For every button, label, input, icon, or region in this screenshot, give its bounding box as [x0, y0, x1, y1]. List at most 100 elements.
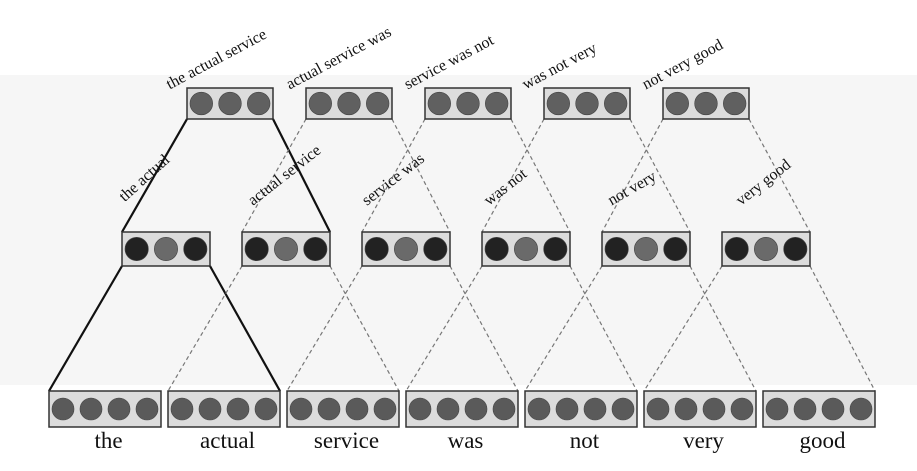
trigram-connector-line	[510, 118, 571, 233]
vector-unit-circle	[373, 397, 397, 421]
vector-unit-circle	[583, 397, 607, 421]
vector-unit-circle	[254, 397, 278, 421]
vector-unit-circle	[543, 237, 568, 261]
bigram-vector-box	[121, 231, 211, 267]
vector-unit-circle	[107, 397, 131, 421]
background-band	[0, 75, 917, 385]
trigram-connector-line	[361, 118, 426, 233]
vector-unit-circle	[765, 397, 789, 421]
word-label-was: was	[447, 428, 484, 453]
vector-unit-circle	[244, 237, 269, 261]
vector-unit-circle	[694, 91, 718, 116]
vector-unit-circle	[274, 237, 298, 261]
bigram-vector-box	[361, 231, 451, 267]
vector-unit-circle	[821, 397, 845, 421]
vector-unit-circle	[527, 397, 551, 421]
vector-unit-circle	[730, 397, 754, 421]
trigram-connector-line	[391, 118, 451, 233]
vector-unit-circle	[289, 397, 313, 421]
vector-unit-circle	[793, 397, 817, 421]
vector-unit-circle	[345, 397, 369, 421]
trigram-connector-line	[121, 118, 188, 233]
trigram-connector-line	[481, 118, 545, 233]
vector-unit-circle	[634, 237, 658, 261]
bigram-connector-line	[167, 265, 243, 392]
vector-unit-circle	[308, 91, 332, 116]
vector-unit-circle	[124, 237, 149, 261]
trigram-vector-box	[662, 87, 750, 120]
trigram-connector-line	[748, 118, 811, 233]
connection-lines	[48, 118, 876, 392]
word-label-actual: actual	[200, 428, 255, 453]
trigram-connector-line	[601, 118, 664, 233]
trigram-connector-line	[629, 118, 691, 233]
word-label-very: very	[683, 428, 724, 453]
vector-unit-circle	[665, 91, 689, 116]
bigram-vector-box	[241, 231, 331, 267]
vector-unit-circle	[218, 91, 242, 116]
trigram-vector-box	[543, 87, 631, 120]
bigram-connector-line	[809, 265, 876, 392]
vector-unit-circle	[51, 397, 75, 421]
vector-unit-circle	[555, 397, 579, 421]
vector-unit-circle	[408, 397, 432, 421]
trigram-connector-line	[241, 118, 307, 233]
word-label-good: good	[799, 428, 846, 453]
vector-unit-circle	[394, 237, 418, 261]
bigram-connector-line	[286, 265, 363, 392]
bigram-connector-line	[329, 265, 400, 392]
bigram-connector-line	[209, 265, 281, 392]
vector-unit-circle	[364, 237, 389, 261]
word-vector-box	[48, 390, 162, 428]
vector-unit-circle	[723, 91, 747, 116]
vector-unit-circle	[492, 397, 516, 421]
trigram-vector-box	[186, 87, 274, 120]
trigram-vector-box	[305, 87, 393, 120]
bigram-connector-line	[689, 265, 757, 392]
vector-unit-circle	[436, 397, 460, 421]
vector-unit-circle	[337, 91, 361, 116]
word-vector-box	[286, 390, 400, 428]
vector-unit-circle	[189, 91, 213, 116]
vector-unit-circle	[702, 397, 726, 421]
vector-unit-circle	[198, 397, 222, 421]
word-label-not: not	[569, 428, 600, 453]
vector-unit-circle	[514, 237, 538, 261]
vector-unit-circle	[226, 397, 250, 421]
vector-unit-circle	[663, 237, 688, 261]
bigram-vector-box	[481, 231, 571, 267]
vector-unit-circle	[484, 237, 509, 261]
vector-unit-circle	[604, 91, 628, 116]
vector-unit-circle	[247, 91, 271, 116]
vector-unit-circle	[575, 91, 599, 116]
vector-boxes	[48, 87, 876, 428]
trigram-vector-box	[424, 87, 512, 120]
bigram-connector-line	[48, 265, 123, 392]
vector-unit-circle	[154, 237, 178, 261]
vector-unit-circle	[427, 91, 451, 116]
vector-unit-circle	[724, 237, 749, 261]
trigram-connector-line	[272, 118, 331, 233]
word-vector-box	[167, 390, 281, 428]
vector-unit-circle	[303, 237, 328, 261]
word-vector-box	[405, 390, 519, 428]
bigram-connector-line	[643, 265, 723, 392]
word-vector-box	[524, 390, 638, 428]
bigram-vector-box	[601, 231, 691, 267]
word-label-the: the	[94, 428, 123, 453]
vector-unit-circle	[646, 397, 670, 421]
vector-unit-circle	[546, 91, 570, 116]
vector-unit-circle	[317, 397, 341, 421]
vector-unit-circle	[135, 397, 159, 421]
vector-unit-circle	[183, 237, 208, 261]
vector-unit-circle	[366, 91, 390, 116]
bigram-connector-line	[524, 265, 603, 392]
bigram-vector-box	[721, 231, 811, 267]
vector-unit-circle	[79, 397, 103, 421]
vector-unit-circle	[849, 397, 873, 421]
word-vector-box	[762, 390, 876, 428]
vector-unit-circle	[456, 91, 480, 116]
vector-unit-circle	[674, 397, 698, 421]
vector-unit-circle	[783, 237, 808, 261]
